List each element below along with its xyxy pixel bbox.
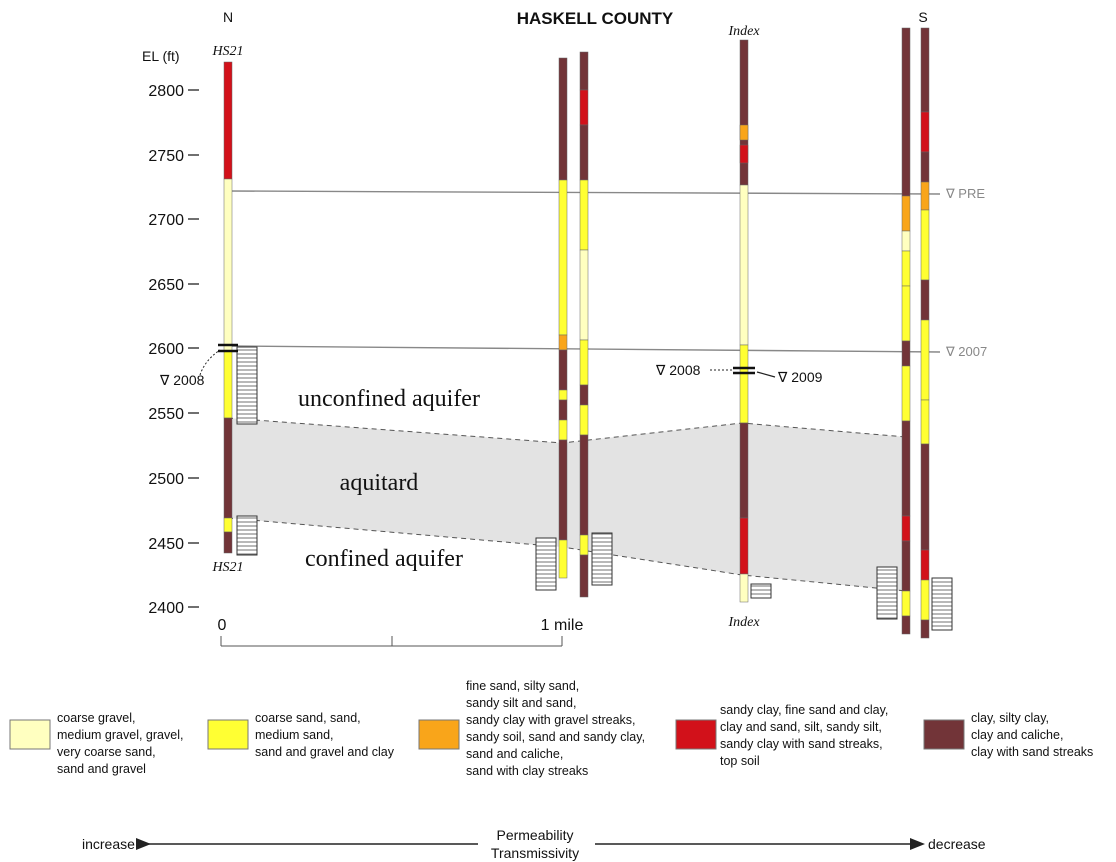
pre-water-level-label: ∇ PRE (945, 186, 985, 201)
legend-sandy-clay-line: sandy clay with sand streaks, (720, 737, 883, 751)
hs21-top-label: HS21 (211, 44, 243, 59)
legend: coarse gravel, medium gravel, gravel, ve… (9, 679, 1093, 778)
legend-swatch-sandy-clay (675, 719, 717, 750)
legend-clay-line: clay with sand streaks (971, 745, 1093, 759)
permeability-decrease-label: decrease (928, 836, 986, 852)
tick-label-2800: 2800 (148, 83, 184, 100)
legend-sandy-clay-line: top soil (720, 754, 760, 768)
legend-fine-sand-line: sandy clay with gravel streaks, (466, 713, 636, 727)
tick-label-2550: 2550 (148, 406, 184, 423)
well-log-5 (920, 27, 930, 639)
legend-sandy-clay-line: clay and sand, silt, sandy silt, (720, 720, 882, 734)
tick-label-2750: 2750 (148, 148, 184, 165)
tick-label-2500: 2500 (148, 471, 184, 488)
2007-water-level-label: ∇ 2007 (945, 344, 987, 359)
legend-text-clay: clay, silty clay, clay and caliche, clay… (971, 711, 1093, 759)
legend-text-sandy-clay: sandy clay, fine sand and clay, clay and… (720, 703, 892, 768)
hs21-lower-screen (236, 515, 258, 556)
legend-text-gravel: coarse gravel, medium gravel, gravel, ve… (57, 711, 187, 776)
legend-clay-line: clay, silty clay, (971, 711, 1049, 725)
scale-bar (220, 636, 563, 647)
scale-zero-label: 0 (218, 617, 227, 634)
legend-sand-line: coarse sand, sand, (255, 711, 361, 725)
legend-swatch-sand (207, 719, 249, 750)
legend-gravel-line: medium gravel, gravel, (57, 728, 183, 742)
transmissivity-label: Transmissivity (491, 845, 579, 861)
index-2008-label: ∇ 2008 (655, 362, 701, 378)
aquitard-bottom-boundary (227, 517, 907, 592)
legend-fine-sand-line: sandy silt and sand, (466, 696, 577, 710)
well-log-3 (579, 51, 589, 598)
well-log-index (739, 39, 749, 603)
legend-fine-sand-line: sandy soil, sand and sandy clay, (466, 730, 645, 744)
legend-fine-sand-line: sand and caliche, (466, 747, 563, 761)
legend-fine-sand-line: sand with clay streaks (466, 764, 588, 778)
hs21-upper-screen (236, 346, 258, 425)
north-label: N (223, 9, 233, 25)
well-4-screen (876, 566, 898, 620)
aquitard-top-boundary (227, 417, 907, 444)
permeability-label: Permeability (496, 827, 573, 843)
index-2009-leader (756, 371, 776, 378)
legend-swatch-clay (923, 719, 965, 750)
legend-clay-line: clay and caliche, (971, 728, 1063, 742)
index-top-label: Index (727, 24, 760, 39)
legend-sand-line: sand and gravel and clay (255, 745, 395, 759)
legend-gravel-line: coarse gravel, (57, 711, 136, 725)
legend-swatch-fine-sand (418, 719, 460, 750)
legend-swatch-gravel (9, 719, 51, 750)
tick-label-2700: 2700 (148, 212, 184, 229)
elevation-axis: 2800 2750 2700 2650 2600 2550 2500 2450 … (148, 83, 199, 617)
aquitard-label: aquitard (340, 470, 419, 496)
hs21-2008-leader (199, 349, 221, 376)
legend-gravel-line: sand and gravel (57, 762, 146, 776)
scale-mile-label: 1 mile (541, 617, 584, 634)
legend-sand-line: medium sand, (255, 728, 334, 742)
well-2-screen (535, 537, 557, 591)
confined-aquifer-label: confined aquifer (305, 546, 463, 572)
elevation-axis-label: EL (ft) (142, 48, 180, 64)
index-screen (750, 583, 772, 599)
tick-label-2650: 2650 (148, 277, 184, 294)
hs21-2008-label: ∇ 2008 (159, 372, 205, 388)
legend-sandy-clay-line: sandy clay, fine sand and clay, (720, 703, 888, 717)
index-bottom-label: Index (727, 615, 760, 630)
tick-label-2600: 2600 (148, 341, 184, 358)
index-2009-label: ∇ 2009 (777, 369, 823, 385)
permeability-increase-label: increase (82, 836, 135, 852)
well-log-4 (901, 27, 911, 635)
legend-text-sand: coarse sand, sand, medium sand, sand and… (255, 711, 395, 759)
tick-label-2400: 2400 (148, 600, 184, 617)
unconfined-aquifer-label: unconfined aquifer (298, 386, 480, 412)
legend-gravel-line: very coarse sand, (57, 745, 156, 759)
legend-fine-sand-line: fine sand, silty sand, (466, 679, 579, 693)
well-log-2 (558, 57, 568, 579)
hs21-bottom-label: HS21 (211, 560, 243, 575)
legend-text-fine-sand: fine sand, silty sand, sandy silt and sa… (466, 679, 649, 778)
tick-label-2450: 2450 (148, 536, 184, 553)
well-log-hs21 (223, 61, 233, 554)
well-3-screen (591, 532, 613, 586)
south-label: S (918, 9, 927, 25)
figure-title: HASKELL COUNTY (517, 9, 674, 28)
well-5-screen (931, 577, 953, 631)
